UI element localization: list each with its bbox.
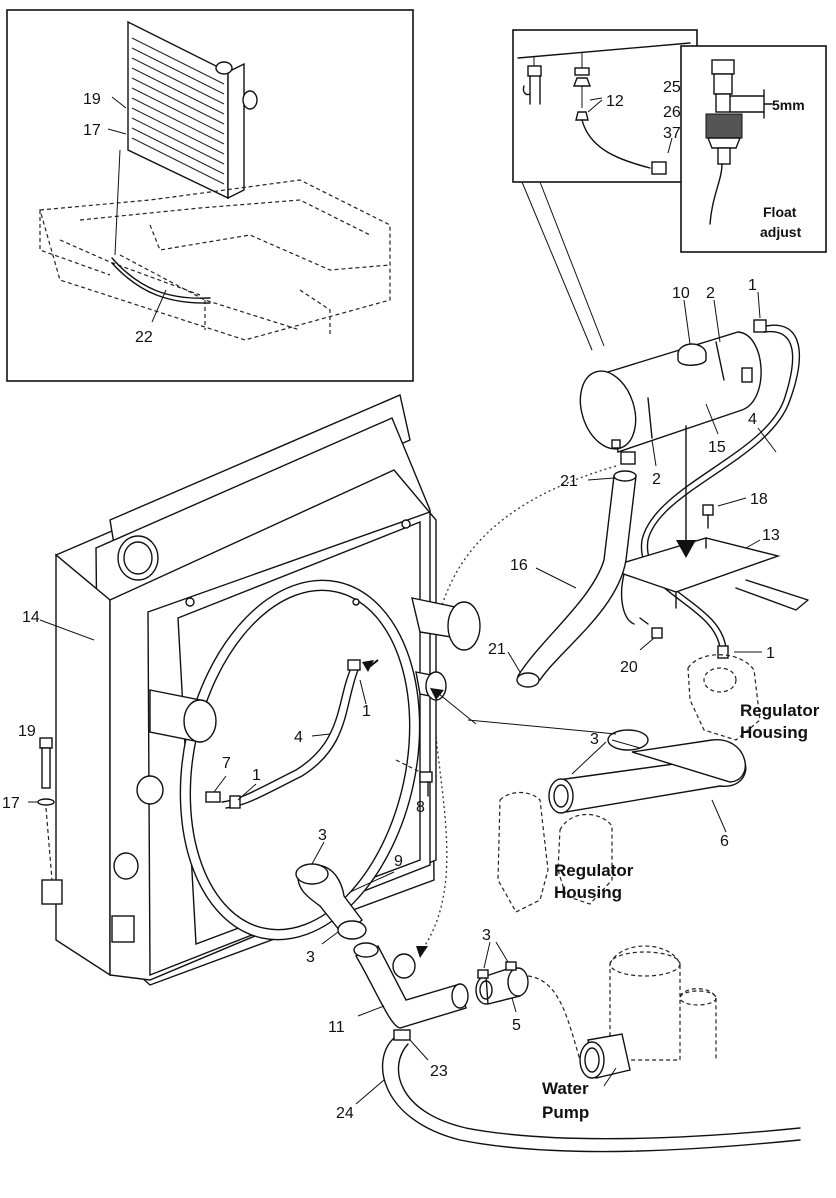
- callout-37: 37: [663, 125, 681, 142]
- water-pump-label-1: Water: [542, 1079, 589, 1098]
- hose-24: 23 24: [336, 1029, 801, 1153]
- overflow-hose: 4 1: [640, 324, 801, 662]
- callout-15: 15: [708, 439, 726, 456]
- callout-3-c: 3: [306, 949, 315, 966]
- callout-17-inset: 17: [83, 122, 101, 139]
- callout-25: 25: [663, 79, 681, 96]
- water-pump-label-2: Pump: [542, 1103, 589, 1122]
- inset-float-adjust: 5mm Float adjust: [680, 45, 827, 253]
- hose-5: 3 5: [475, 927, 581, 1061]
- callout-1-top: 1: [748, 277, 757, 294]
- radiator-hose-4: 1 4: [221, 659, 379, 809]
- callout-5: 5: [512, 1017, 521, 1034]
- callout-2-top: 2: [706, 285, 715, 302]
- callout-22: 22: [135, 329, 153, 346]
- regulator-housing-lower: Regulator Housing: [497, 791, 634, 913]
- callout-1-mid: 1: [362, 703, 371, 720]
- callout-7: 7: [222, 755, 231, 772]
- regulator-housing-upper: Regulator Housing: [687, 654, 820, 742]
- callout-24: 24: [336, 1105, 354, 1122]
- float-adjust-label-1: Float: [763, 204, 797, 220]
- elbow-9: 3 9 3: [295, 827, 403, 966]
- callout-14: 14: [22, 609, 40, 626]
- callout-1-right: 1: [766, 645, 775, 662]
- callout-8: 8: [416, 799, 425, 816]
- water-pump: Water Pump: [542, 945, 717, 1122]
- callout-19-inset: 19: [83, 91, 101, 108]
- callout-3-a: 3: [590, 731, 599, 748]
- pipe-6: 3 6: [430, 688, 747, 850]
- regulator-housing-label-1: Regulator: [740, 701, 820, 720]
- callout-21-lower: 21: [488, 641, 506, 658]
- bracket: 18 13 20: [603, 425, 809, 676]
- callout-11: 11: [328, 1019, 345, 1036]
- pipe-11: 11: [328, 942, 469, 1036]
- callout-2-mid: 2: [652, 471, 661, 488]
- callout-1-low: 1: [252, 767, 261, 784]
- callout-3-b: 3: [318, 827, 327, 844]
- callout-17-side: 17: [2, 795, 20, 812]
- callout-20: 20: [620, 659, 638, 676]
- regulator-housing-label-4: Housing: [554, 883, 622, 902]
- inset-radiator-frame: 19 17 22: [6, 9, 414, 382]
- callout-4-top: 4: [748, 411, 757, 428]
- callout-16: 16: [510, 557, 528, 574]
- callout-19-side: 19: [18, 723, 36, 740]
- float-dim-label: 5mm: [772, 97, 805, 113]
- callout-4-mid: 4: [294, 729, 303, 746]
- callout-3-d: 3: [482, 927, 491, 944]
- callout-23: 23: [430, 1063, 448, 1080]
- callout-21-upper: 21: [560, 473, 578, 490]
- callout-9: 9: [394, 853, 403, 870]
- bolt-19: 19 17: [2, 723, 55, 881]
- callout-13: 13: [762, 527, 780, 544]
- callout-6: 6: [720, 833, 729, 850]
- regulator-housing-label-3: Regulator: [554, 861, 634, 880]
- fittings-7-8: 7 1 8: [205, 755, 433, 816]
- expansion-tank: 10 2 1 15 2: [579, 277, 767, 488]
- callout-26: 26: [663, 104, 681, 121]
- radiator-assembly: 14: [22, 394, 481, 986]
- inset-sensor-detail: 12 25 26 37: [512, 29, 698, 351]
- callout-18: 18: [750, 491, 768, 508]
- callout-12: 12: [606, 93, 624, 110]
- hose-16: 21 16 21: [488, 470, 637, 688]
- regulator-housing-label-2: Housing: [740, 723, 808, 742]
- float-adjust-label-2: adjust: [760, 224, 802, 240]
- callout-10: 10: [672, 285, 690, 302]
